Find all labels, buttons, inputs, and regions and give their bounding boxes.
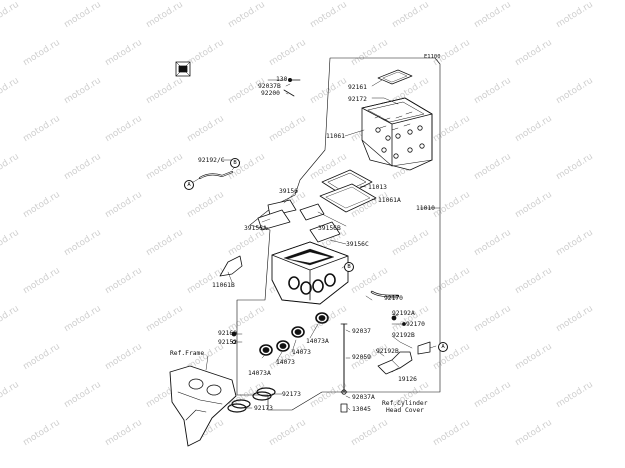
- label-92152: 92152: [218, 339, 237, 346]
- label-39156c: 39156C: [346, 241, 369, 248]
- plate-39156a: [257, 209, 291, 231]
- label-11061b: 11061B: [212, 282, 235, 289]
- label-92173-1: 92173: [282, 391, 301, 398]
- label-14073-1: 14073: [292, 349, 311, 356]
- plate-39156c: [309, 221, 341, 243]
- gasket-92161: [377, 69, 413, 85]
- gasket-11061a: [319, 183, 377, 213]
- gasket-11061b: [219, 255, 243, 277]
- label-92161: 92161: [348, 84, 367, 91]
- label-130: 130: [276, 76, 288, 83]
- label-92037a: 92037A: [352, 394, 375, 401]
- ref-head-cover-label: Head Cover: [386, 407, 424, 414]
- label-11061a: 11061A: [378, 197, 401, 204]
- callout-b-top: B: [230, 158, 240, 168]
- label-92170-hose: 92170: [384, 295, 403, 302]
- ref-frame-label: Ref.Frame: [170, 350, 205, 357]
- label-39156b: 39156B: [318, 225, 341, 232]
- callout-a-left: A: [184, 180, 194, 190]
- label-92200: 92200: [261, 90, 280, 97]
- label-92173-2: 92173: [254, 405, 273, 412]
- label-14073a-2: 14073A: [248, 370, 271, 377]
- assembly-outline: [236, 57, 441, 411]
- frame-ref: [169, 365, 237, 447]
- label-11061: 11061: [326, 133, 345, 140]
- funnels-14073: [259, 312, 329, 356]
- callout-a-right: A: [438, 342, 448, 352]
- label-39156a: 39156A: [244, 225, 267, 232]
- label-14073a-1: 14073A: [306, 338, 329, 345]
- callout-b-housing: B: [344, 262, 354, 272]
- label-92192b-1: 92192B: [392, 332, 415, 339]
- label-92037b: 92037B: [258, 83, 281, 90]
- drawing-code: E1100: [424, 54, 441, 60]
- label-14073-2: 14073: [276, 359, 295, 366]
- label-92172: 92172: [348, 96, 367, 103]
- label-92037: 92037: [352, 328, 371, 335]
- label-92059: 92059: [352, 354, 371, 361]
- front-arrow-icon: [175, 61, 191, 77]
- bolt-130: [283, 78, 301, 97]
- label-13045: 13045: [352, 406, 371, 413]
- label-92160: 92160: [218, 330, 237, 337]
- drain-tube-92059: [340, 323, 348, 413]
- label-11013: 11013: [368, 184, 387, 191]
- label-92192b-2: 92192B: [376, 348, 399, 355]
- cover-11061: [361, 97, 433, 171]
- plate-39156b: [299, 203, 325, 221]
- ref-cylinder-label: Ref.Cylinder: [382, 400, 428, 407]
- label-92192c: 92192/C: [198, 157, 225, 164]
- label-39156: 39156: [279, 188, 298, 195]
- label-19126: 19126: [398, 376, 417, 383]
- housing-11010: [271, 241, 349, 305]
- label-92192a: 92192A: [392, 310, 415, 317]
- label-11010: 11010: [416, 205, 435, 212]
- label-92170-clip: 92170: [406, 321, 425, 328]
